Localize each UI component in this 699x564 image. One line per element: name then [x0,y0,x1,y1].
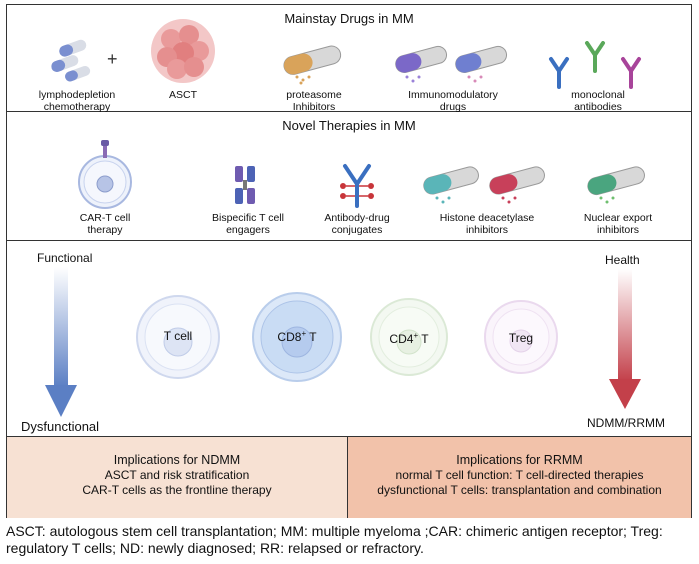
ndmm-rrmm-label: NDMM/RRMM [587,416,665,430]
t-cell-label: T cell [163,329,193,343]
capsule-pair-icon [423,166,545,204]
cd4-t-label: CD4+ T [381,331,437,346]
cd4-t-cell-icon [370,298,448,376]
cd8-t-label: CD8+ T [269,329,325,344]
bispecific-engager-icon [235,166,255,204]
mainstay-label-asct: ASCT [168,89,197,101]
functional-label: Functional [37,251,93,265]
footnote: ASCT: autologous stem cell transplantati… [6,523,663,556]
cd8-sup: + [301,329,307,338]
antibody-icon [549,41,641,89]
car-t-cell-icon [78,140,132,209]
cd8-suffix: T [306,330,317,344]
implications-section: Implications for NDMM ASCT and risk stra… [7,437,691,518]
novel-label-cart: CAR-T cell therapy [79,212,131,236]
capsule-pair-icon [395,45,508,83]
mainstay-label-antibodies: monoclonal antibodies [571,89,625,113]
cd4-sup: + [413,331,419,340]
mainstay-title: Mainstay Drugs in MM [284,11,414,26]
plus-sign: + [107,49,118,69]
treg-label: Treg [508,331,534,345]
dysfunctional-label: Dysfunctional [21,419,100,434]
cd4-text: CD4 [389,332,414,346]
novel-section: Novel Therapies in MM CAR-T cell therapy… [7,112,691,241]
ndmm-line-2: CAR-T cells as the frontline therapy [82,483,272,497]
cd8-t-cell-icon [252,292,342,382]
treg-cell-icon [484,300,558,374]
mainstay-section: Mainstay Drugs in MM + lymphodepletion c… [7,5,691,113]
antibody-drug-conjugate-icon [340,164,374,208]
down-arrow-icon [45,267,77,417]
ndmm-title: Implications for NDMM [113,453,241,467]
mainstay-label-proteasome: proteasome Inhibitors [286,89,342,113]
novel-label-bispecific: Bispecific T cell engagers [212,212,284,236]
down-arrow-icon [609,269,641,409]
novel-label-adc: Antibody-drug conjugates [324,212,390,236]
novel-label-nuclear: Nuclear export inhibitors [583,212,653,236]
tcell-section: Functional Dysfunctional Health NDMM/RRM… [7,241,691,437]
cd8-text: CD8 [277,330,302,344]
rrmm-title: Implications for RRMM [456,453,583,467]
figure-frame: Mainstay Drugs in MM + lymphodepletion c… [6,4,692,518]
rrmm-implications: Implications for RRMM normal T cell func… [348,437,691,518]
capsule-icon [283,45,342,85]
capsule-icon [587,166,645,204]
mainstay-label-chemo: lymphodepletion chemotherapy [38,89,116,113]
cd4-suffix: T [418,332,429,346]
stem-cell-cluster-icon [151,19,215,83]
health-label: Health [605,253,640,267]
mainstay-label-imid: Immunomodulatory drugs [408,89,498,113]
novel-label-hdac: Histone deacetylase inhibitors [439,212,535,236]
ndmm-line-1: ASCT and risk stratification [104,468,250,482]
novel-title: Novel Therapies in MM [282,118,416,133]
rrmm-line-2: dysfunctional T cells: transplantation a… [377,483,662,497]
ndmm-implications: Implications for NDMM ASCT and risk stra… [7,437,348,518]
rrmm-line-1: normal T cell function: T cell-directed … [395,468,644,482]
pill-capsules-icon [51,39,91,82]
t-cell-icon [136,295,220,379]
